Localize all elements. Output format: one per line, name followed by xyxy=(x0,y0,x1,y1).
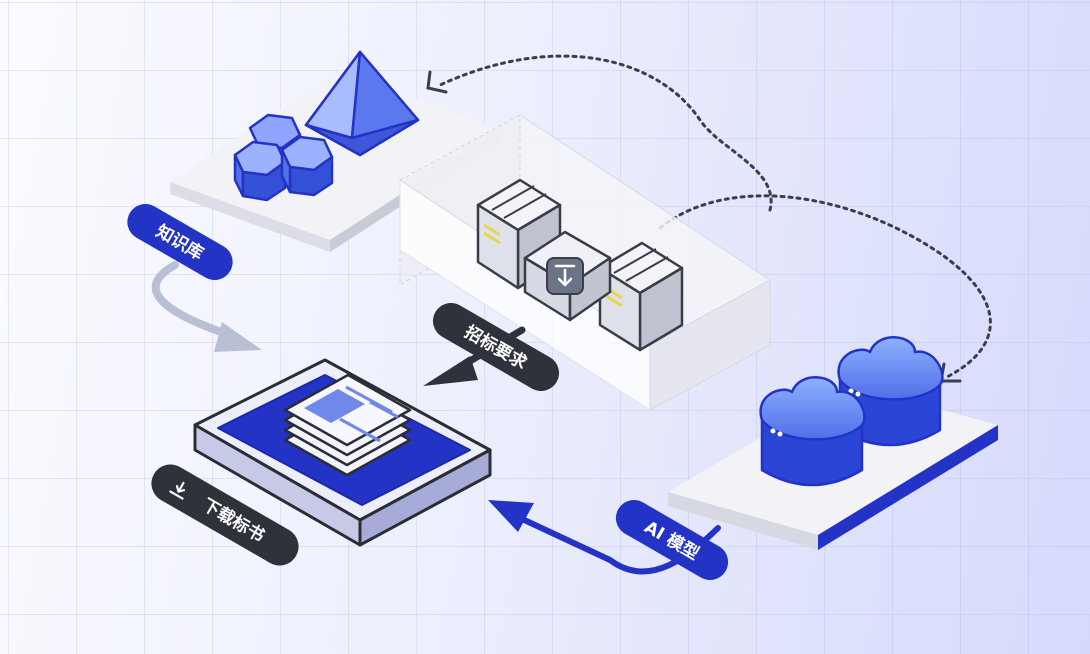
download-icon xyxy=(169,481,186,500)
crystal-cubes-icon xyxy=(233,113,334,202)
ai-model-pill: AI 模型 xyxy=(615,500,729,580)
knowledge-to-document-arrow xyxy=(151,261,262,352)
pyramid-gem-icon xyxy=(304,50,420,157)
cloud-database-icon xyxy=(759,376,866,487)
document-stack-icon xyxy=(283,373,412,477)
dotted-connector-top xyxy=(438,54,992,380)
ai-to-document-arrow xyxy=(488,500,721,575)
cloud-database-icon xyxy=(837,336,944,447)
download-icon xyxy=(546,257,584,295)
